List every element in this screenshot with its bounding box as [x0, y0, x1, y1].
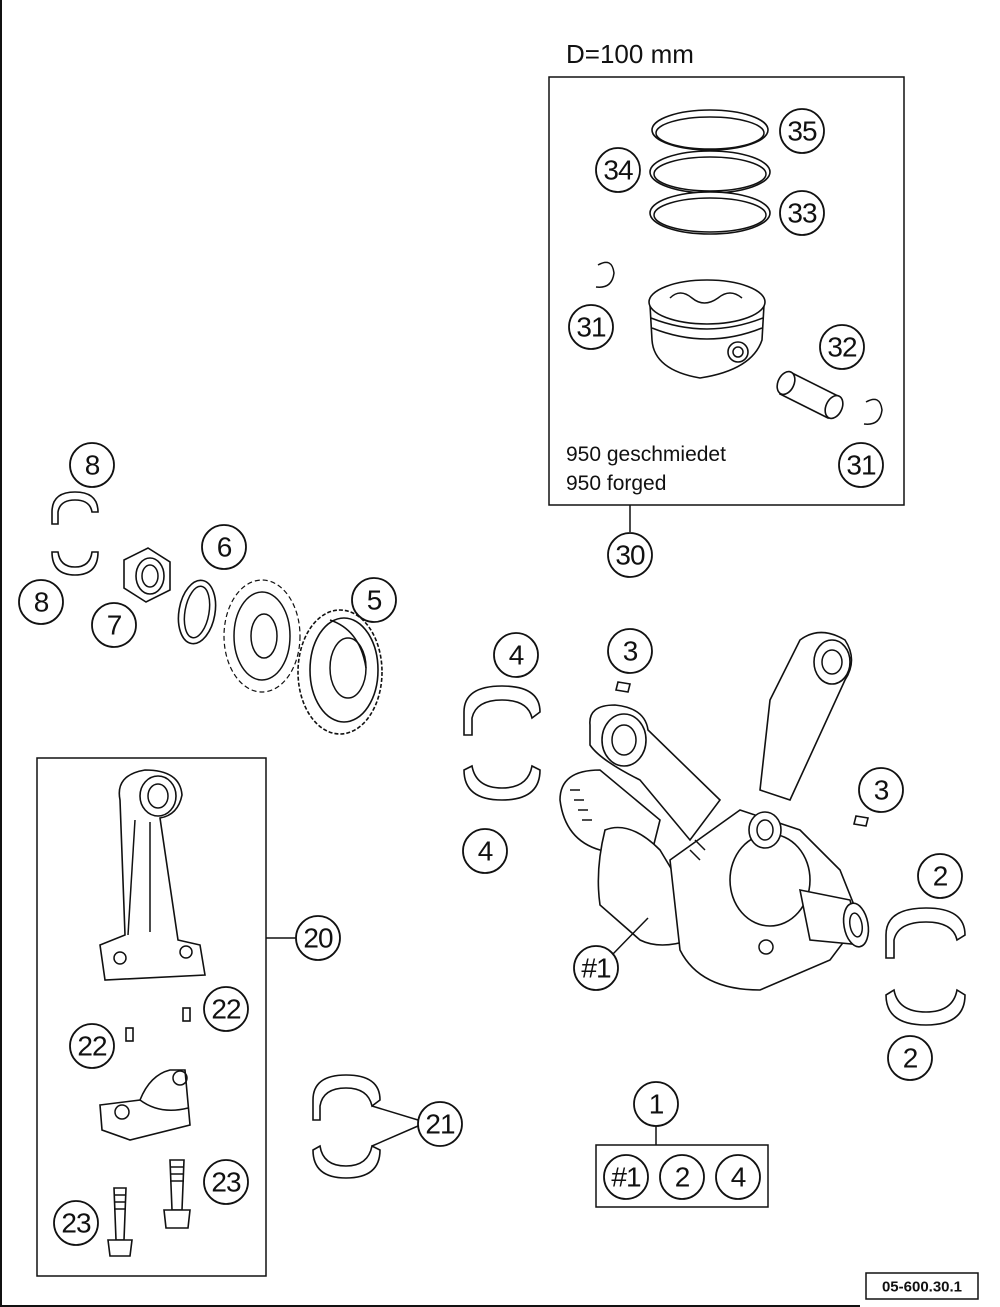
callout-1: 1	[633, 1081, 679, 1127]
svg-text:2: 2	[933, 861, 948, 892]
rod-bearing-cap	[99, 1069, 191, 1141]
piston-ring-35	[651, 109, 769, 151]
gear-wheel	[297, 609, 383, 735]
callout-3-upper: 3	[607, 628, 653, 674]
rod-bolt-right	[163, 1159, 191, 1229]
svg-text:20: 20	[303, 923, 333, 954]
main-bearing-2-upper	[885, 907, 966, 959]
rod-bolt-left	[107, 1187, 133, 1257]
callout-2-lower: 2	[887, 1035, 933, 1081]
kit-box	[595, 1144, 769, 1208]
woodruff-key-upper	[615, 681, 631, 693]
callout-23-right: 23	[203, 1159, 249, 1205]
bearing-shell-21-lower	[312, 1144, 381, 1179]
svg-text:23: 23	[61, 1208, 91, 1239]
piston-ring-33	[649, 191, 771, 235]
callout-8-lower: 8	[18, 579, 64, 625]
svg-text:6: 6	[217, 532, 232, 563]
figure-code-box: 05-600.30.1	[865, 1272, 979, 1300]
callout-6: 6	[201, 524, 247, 570]
washer	[177, 579, 217, 645]
main-bearing-2-lower	[885, 988, 966, 1026]
svg-text:2: 2	[903, 1043, 918, 1074]
half-bearing-8-lower	[51, 551, 99, 576]
svg-text:#1: #1	[611, 1162, 641, 1193]
svg-text:#1: #1	[581, 953, 611, 984]
svg-text:8: 8	[34, 587, 49, 618]
svg-text:34: 34	[603, 155, 633, 186]
svg-text:8: 8	[85, 450, 100, 481]
svg-text:23: 23	[211, 1167, 241, 1198]
kit-item-2: 2	[659, 1154, 705, 1200]
woodruff-key-right	[853, 815, 869, 827]
piston	[648, 279, 766, 379]
callout-21: 21	[417, 1101, 463, 1147]
crankshaft-assembly	[559, 631, 870, 991]
bearing-shell-21-upper	[312, 1074, 381, 1121]
callout-31-lower: 31	[838, 442, 884, 488]
callout-30: 30	[607, 532, 653, 578]
callout-34: 34	[595, 147, 641, 193]
callout-4-lower: 4	[462, 828, 508, 874]
svg-text:33: 33	[787, 198, 817, 229]
callout-23-left: 23	[53, 1200, 99, 1246]
svg-text:31: 31	[846, 450, 876, 481]
svg-text:4: 4	[509, 640, 524, 671]
callout-32: 32	[819, 324, 865, 370]
svg-text:32: 32	[827, 332, 857, 363]
callout-22-left: 22	[69, 1023, 115, 1069]
circlip-lower	[863, 398, 883, 425]
callout-33: 33	[779, 190, 825, 236]
svg-text:21: 21	[425, 1109, 455, 1140]
callout-20: 20	[295, 915, 341, 961]
main-bearing-4-upper	[463, 685, 541, 736]
svg-text:3: 3	[874, 775, 889, 806]
svg-text:4: 4	[478, 836, 493, 867]
callout-22-right: 22	[203, 986, 249, 1032]
svg-text:2: 2	[675, 1162, 690, 1193]
svg-text:22: 22	[77, 1031, 107, 1062]
diameter-label: D=100 mm	[566, 39, 694, 69]
hex-nut	[123, 547, 171, 603]
svg-text:4: 4	[731, 1162, 746, 1193]
connecting-rod-box	[36, 757, 267, 1277]
sprocket-wheel	[223, 579, 301, 693]
note-english: 950 forged	[566, 472, 666, 495]
kit-item-crankshaft: #1	[603, 1154, 649, 1200]
svg-text:7: 7	[107, 610, 122, 641]
figure-code: 05-600.30.1	[882, 1279, 962, 1296]
callout-2-upper: 2	[917, 853, 963, 899]
dowel-pin-right	[182, 1007, 191, 1022]
callout-5: 5	[351, 577, 397, 623]
callout-3-right: 3	[858, 767, 904, 813]
callout-4-upper: 4	[493, 632, 539, 678]
piston-pin	[776, 370, 844, 420]
piston-set-box	[548, 76, 905, 506]
leader-21	[371, 1105, 419, 1147]
svg-text:5: 5	[367, 585, 382, 616]
dowel-pin-left	[125, 1027, 134, 1042]
callout-35: 35	[779, 108, 825, 154]
half-bearing-8-upper	[51, 491, 99, 525]
piston-ring-34	[649, 150, 771, 194]
svg-text:31: 31	[576, 312, 606, 343]
note-german: 950 geschmiedet	[566, 443, 726, 466]
svg-text:22: 22	[211, 994, 241, 1025]
svg-text:30: 30	[615, 540, 645, 571]
callout-8-upper: 8	[69, 442, 115, 488]
callout-crankshaft: #1	[573, 945, 619, 991]
kit-item-4: 4	[715, 1154, 761, 1200]
svg-text:3: 3	[623, 636, 638, 667]
callout-7: 7	[91, 602, 137, 648]
svg-text:35: 35	[787, 116, 817, 147]
connecting-rod-detail	[99, 769, 206, 981]
leader-crank	[611, 917, 649, 956]
circlip-upper	[595, 261, 615, 288]
piston-set-group: D=100 mm	[548, 39, 905, 532]
callout-31-upper: 31	[568, 304, 614, 350]
main-bearing-4-lower	[463, 764, 541, 801]
svg-text:1: 1	[649, 1089, 664, 1120]
